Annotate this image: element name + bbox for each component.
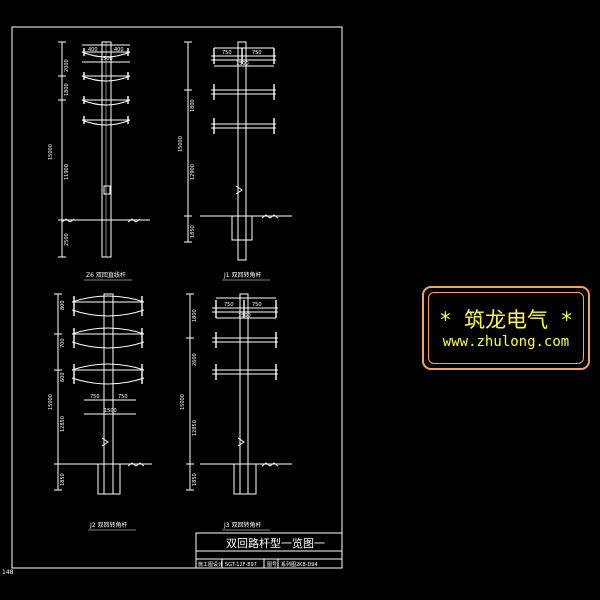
watermark-title: * 筑龙电气 *	[440, 308, 572, 332]
dim-text: 2000	[64, 59, 70, 72]
dim-text: 15000	[178, 136, 184, 152]
dim-text: 750	[252, 302, 262, 308]
panel-caption-z6: Z6 双回直线杆	[86, 271, 126, 279]
titleblock-design-stage: 施工图设计	[198, 561, 223, 568]
panel-caption-j1: J1 双回转角杆	[223, 271, 262, 279]
dim-text: 1500	[104, 408, 117, 414]
dim-text: 400	[88, 47, 98, 53]
panel-j1	[184, 41, 292, 261]
dim-text: 1850	[190, 225, 196, 238]
dim-text: 12850	[60, 416, 66, 432]
panel-j3	[186, 293, 292, 495]
dim-text: 12850	[192, 420, 198, 436]
panel-caption-j3: J3 双回转角杆	[223, 521, 262, 529]
stamp-inner-border	[428, 292, 584, 364]
titleblock-drawing-code: SGT-12F-897	[225, 562, 257, 568]
title-block	[195, 532, 343, 569]
titleblock-figure-label: 图号	[267, 562, 277, 568]
dim-text: 400	[114, 47, 124, 53]
dim-text: 1800	[190, 99, 196, 112]
dim-text: 1800	[64, 83, 70, 96]
dim-text: 2500	[64, 233, 70, 246]
dim-text: 800	[60, 300, 66, 310]
panel-caption-j2: J2 双回转角杆	[89, 521, 128, 529]
dim-text: 11900	[64, 164, 70, 180]
dim-text: 15000	[180, 394, 186, 410]
dim-text: 12900	[190, 164, 196, 180]
dim-text: 15000	[48, 144, 54, 160]
dim-text: 2600	[192, 353, 198, 366]
dim-text: 750	[252, 50, 262, 56]
dim-text: 15000	[48, 394, 54, 410]
dim-text: 750	[222, 50, 232, 56]
page-number: 148	[2, 569, 14, 576]
dim-text: 1850	[60, 473, 66, 486]
dim-text: 1800	[192, 309, 198, 322]
watermark-stamp: * 筑龙电气 * www.zhulong.com	[422, 286, 590, 370]
sheet-border	[11, 26, 343, 569]
dim-text: 750	[90, 394, 100, 400]
dim-text: 1500	[238, 313, 251, 319]
dim-text: 600	[60, 372, 66, 382]
drawing-title: 双回路杆型一览图一	[226, 536, 325, 550]
dim-text: 1850	[192, 473, 198, 486]
panel-j2	[54, 293, 152, 495]
watermark-url: www.zhulong.com	[442, 334, 570, 350]
titleblock-figure-number: 系列图2K8-D94	[281, 561, 318, 568]
dim-text: 750	[224, 302, 234, 308]
dim-text: 1500	[100, 56, 113, 62]
dim-text: 750	[118, 394, 128, 400]
dim-text: 700	[60, 338, 66, 348]
dim-text: 1500	[236, 61, 249, 67]
panel-z6	[58, 41, 150, 258]
